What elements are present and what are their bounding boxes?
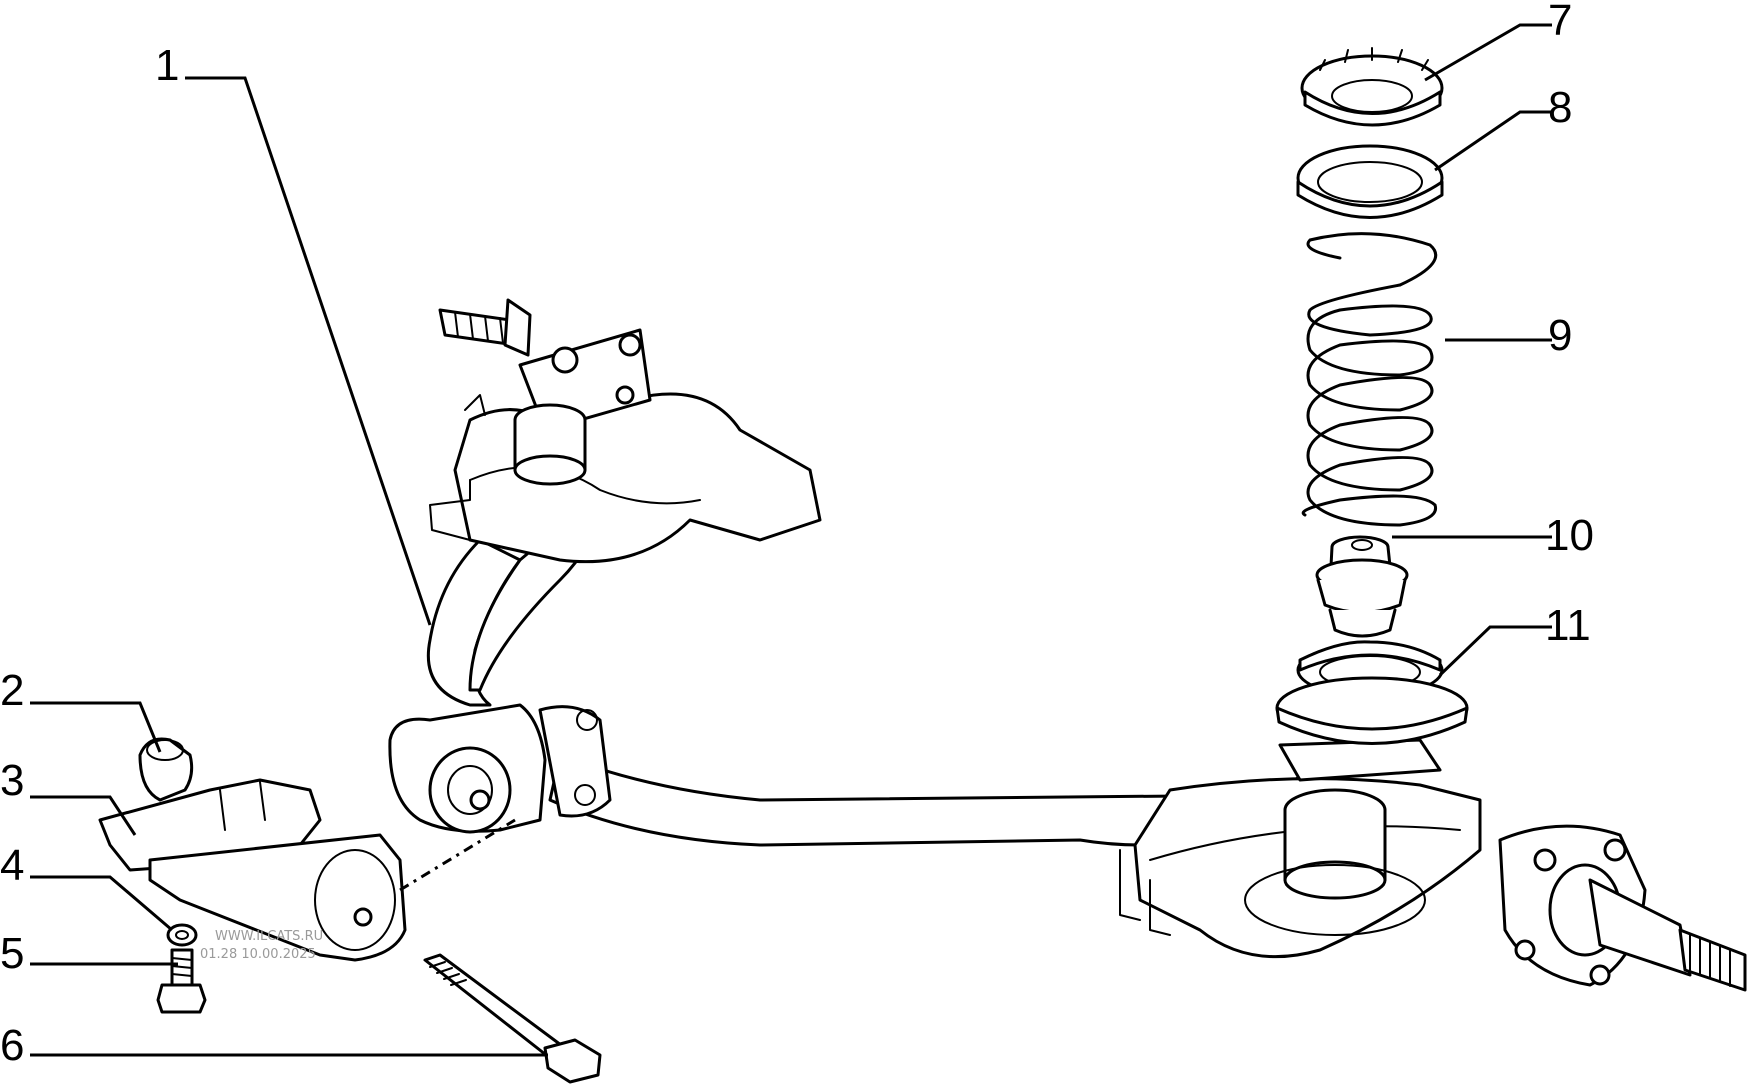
callout-6: 6 [0,1021,24,1070]
part-4-washer [166,923,198,947]
part-2-nut [138,737,194,802]
leader-4 [30,875,173,932]
leader-lines [30,23,1552,1057]
callout-4: 4 [0,841,24,890]
part-8-spring-seat [1296,144,1444,219]
callout-labels: 1 2 3 4 5 6 7 8 9 10 11 [0,0,1594,1070]
leader-8 [1434,110,1552,172]
left-trailing-arm [429,298,822,564]
watermark-line-1: WWW.ILCATS.RU [215,929,323,944]
part-7-upper-spring-cap [1300,47,1444,127]
part-11-lower-seat [1275,640,1469,745]
watermark: WWW.ILCATS.RU 01.28 10.00.2025 [200,929,323,962]
callout-11: 11 [1545,601,1591,650]
callout-5: 5 [0,929,24,978]
callout-7: 7 [1548,0,1572,45]
watermark-line-2: 01.28 10.00.2025 [200,947,316,962]
leader-1 [185,76,432,626]
part-9-coil-spring [1301,232,1438,527]
part-10-bump-stop [1315,535,1409,638]
callout-9: 9 [1548,311,1572,360]
callout-3: 3 [0,756,24,805]
callout-8: 8 [1548,83,1572,132]
leader-3 [30,795,137,836]
part-6-long-bolt [423,953,602,1084]
right-trailing-arm [1119,738,1747,992]
leader-11 [1438,625,1552,677]
pivot-bushing [388,703,612,834]
part-3-bracket [98,778,516,962]
part-5-bolt [156,948,207,1014]
callout-10: 10 [1545,511,1594,560]
callout-2: 2 [0,666,24,715]
callout-1: 1 [155,41,179,90]
leader-2 [30,701,162,753]
leader-7 [1424,23,1552,82]
